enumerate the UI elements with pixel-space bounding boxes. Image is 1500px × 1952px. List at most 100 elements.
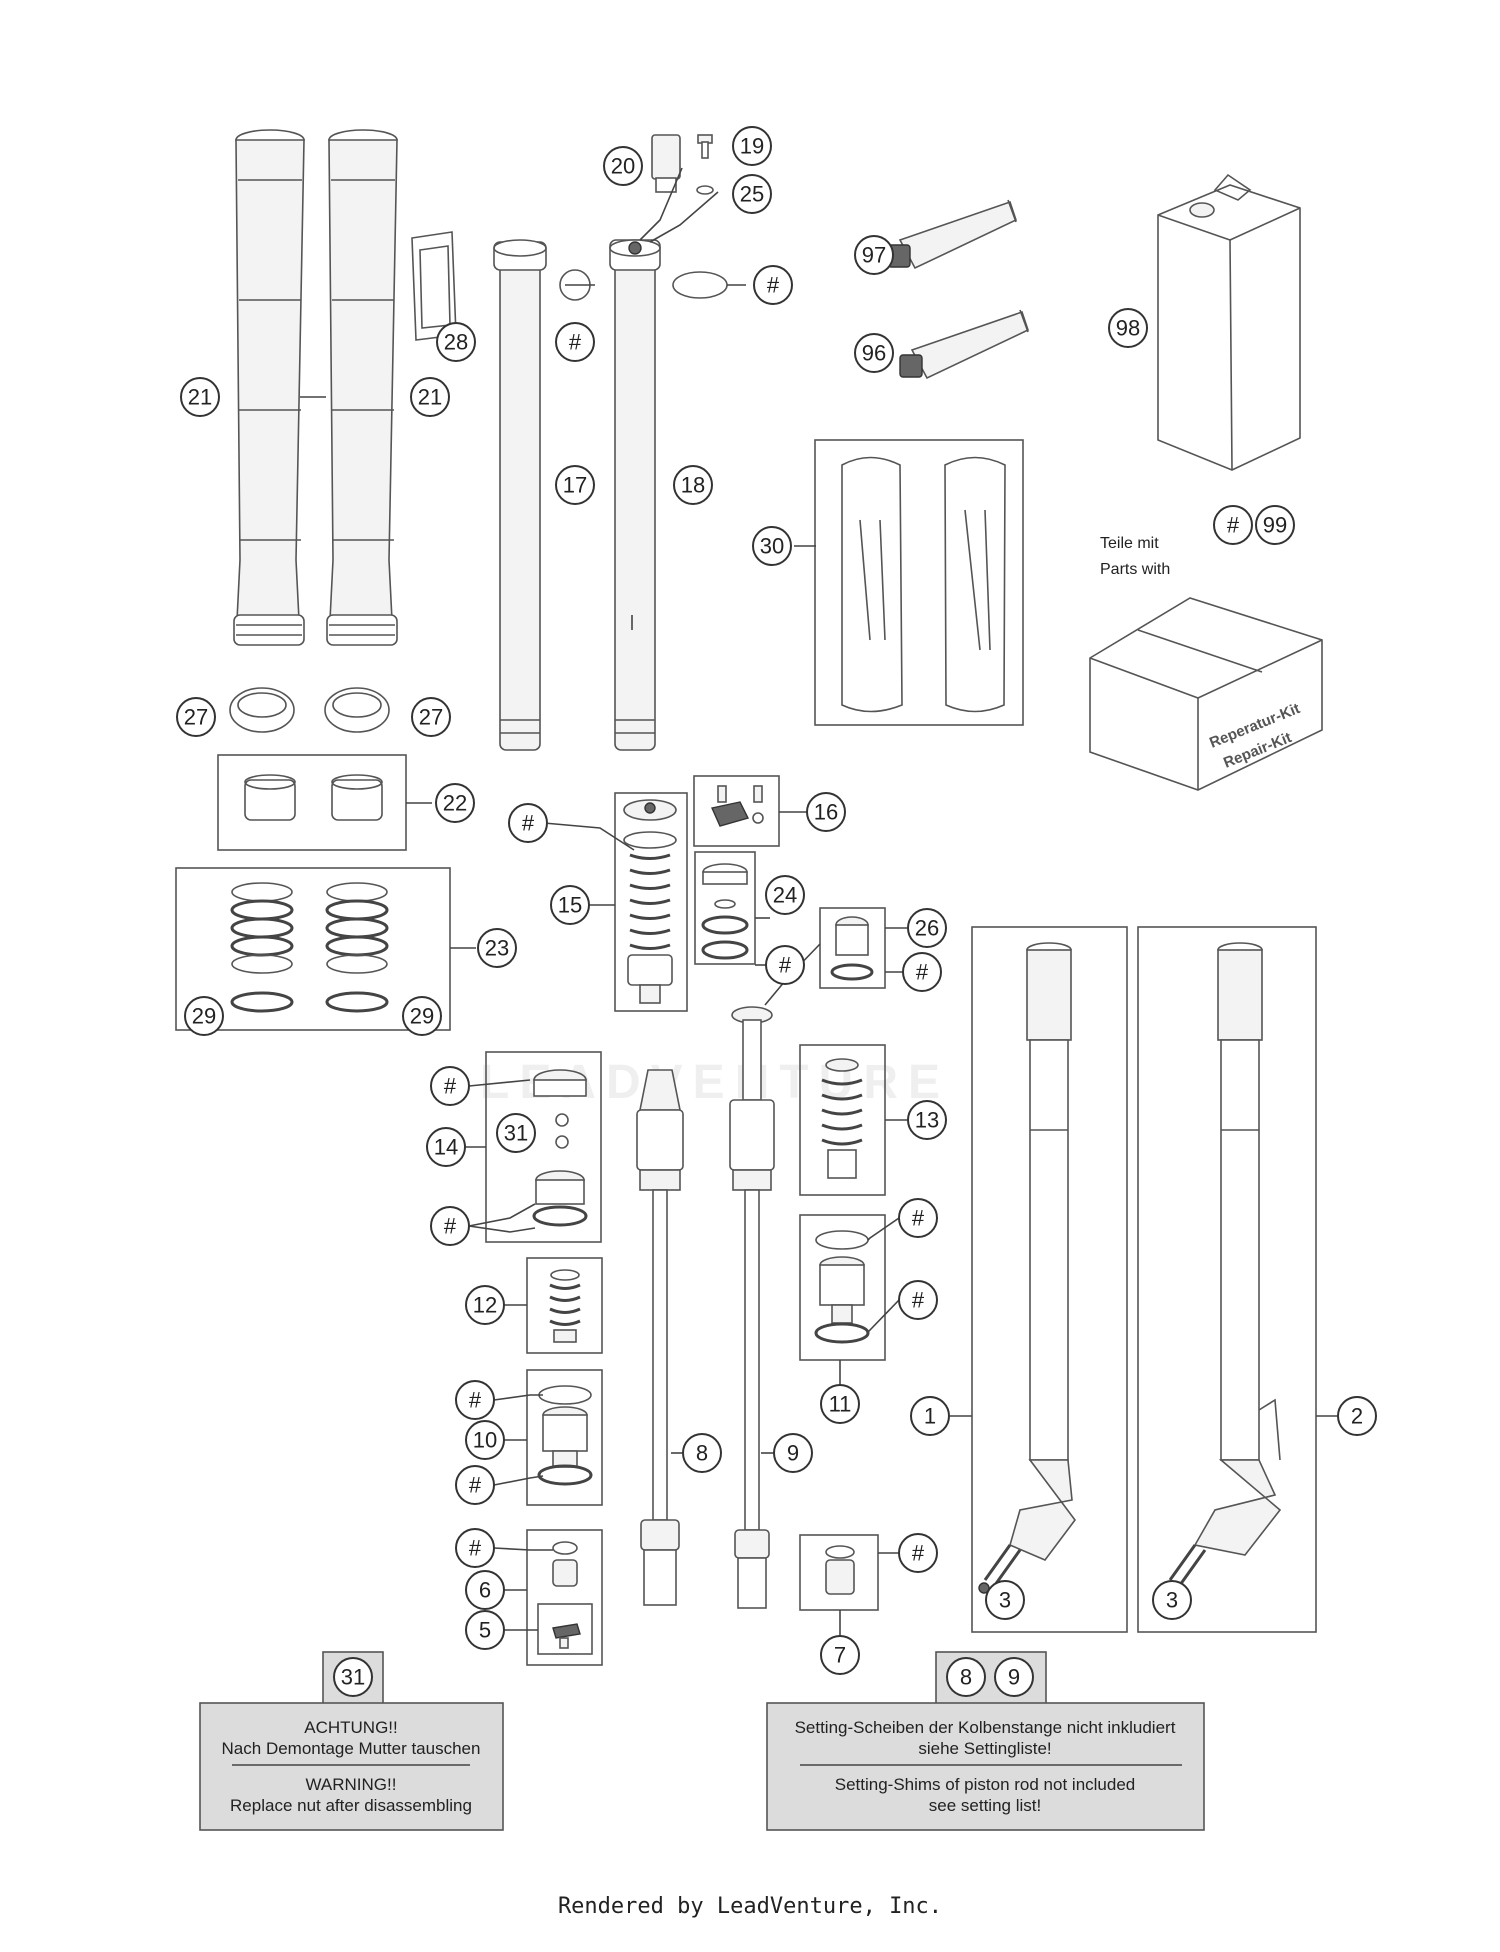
callout-hash-10-top: #: [455, 1380, 495, 1420]
svg-text:#: #: [522, 811, 535, 836]
note-8-9-en-line2: see setting list!: [929, 1796, 1041, 1815]
svg-text:10: 10: [473, 1428, 497, 1453]
svg-text:96: 96: [862, 341, 886, 366]
svg-text:#: #: [469, 1388, 482, 1413]
inner-tube-1: [978, 942, 1076, 1598]
callout-6: 6: [465, 1570, 505, 1610]
box-26: [819, 907, 886, 989]
callout-26: 26: [907, 908, 947, 948]
callout-27-left: 27: [176, 697, 216, 737]
callout-5: 5: [465, 1610, 505, 1650]
grease-tube-97: [887, 199, 1017, 270]
note-8-9-de-line1: Setting-Scheiben der Kolbenstange nicht …: [795, 1718, 1176, 1737]
fork-guards: [841, 456, 1006, 713]
svg-text:30: 30: [760, 534, 784, 559]
svg-text:#: #: [1227, 513, 1240, 538]
grease-tube-96: [899, 309, 1029, 380]
callout-3-left: 3: [985, 1580, 1025, 1620]
callout-24: 24: [765, 875, 805, 915]
svg-text:#: #: [469, 1473, 482, 1498]
note-8-9-tag-8: 8: [946, 1657, 986, 1697]
spring-13: [821, 1058, 863, 1179]
callout-21-left: 21: [180, 377, 220, 417]
adjuster-fitting: [651, 134, 681, 193]
note-31-tag: 31: [333, 1657, 373, 1697]
kit-legend-line2: Parts with: [1100, 561, 1170, 578]
callout-15: 15: [550, 885, 590, 925]
svg-text:17: 17: [563, 473, 587, 498]
bushings-24: [701, 863, 749, 960]
svg-text:5: 5: [479, 1618, 491, 1643]
svg-text:11: 11: [829, 1392, 852, 1417]
box-1: [971, 926, 1128, 1633]
cartridge-18: [609, 239, 661, 751]
note-31-de-line2: Nach Demontage Mutter tauschen: [222, 1739, 481, 1758]
svg-text:29: 29: [192, 1004, 216, 1029]
valve-assembly-14: [532, 1069, 588, 1227]
cartridge-17: [493, 239, 547, 751]
box-11: [799, 1214, 886, 1361]
callout-31: 31: [496, 1113, 536, 1153]
svg-text:#: #: [912, 1206, 925, 1231]
callout-7: 7: [820, 1635, 860, 1675]
svg-text:21: 21: [188, 385, 212, 410]
callout-11: 11: [820, 1384, 860, 1424]
kit-legend-line1: Teile mit: [1100, 535, 1159, 552]
callout-hash-11-top: #: [898, 1198, 938, 1238]
valve-assembly-10: [537, 1385, 593, 1486]
box-7: [799, 1534, 879, 1611]
box-24: [694, 851, 756, 965]
svg-text:25: 25: [740, 182, 764, 207]
box-6: [526, 1529, 603, 1666]
svg-text:23: 23: [485, 936, 509, 961]
callout-96: 96: [854, 333, 894, 373]
svg-text:20: 20: [611, 154, 635, 179]
callout-14: 14: [426, 1127, 466, 1167]
svg-text:3: 3: [1166, 1588, 1178, 1613]
valve-assembly-11: [814, 1230, 870, 1344]
callout-hash-6: #: [455, 1528, 495, 1568]
oil-can: [1157, 173, 1301, 471]
screw-19: [697, 134, 713, 159]
callout-9: 9: [773, 1433, 813, 1473]
callout-hash-7: #: [898, 1533, 938, 1573]
svg-text:#: #: [444, 1074, 457, 1099]
callout-8: 8: [682, 1433, 722, 1473]
washer-25: [696, 185, 714, 195]
spring-assembly-15: [623, 799, 677, 1004]
note-8-9-de-line2: siehe Settingliste!: [918, 1739, 1051, 1758]
svg-text:14: 14: [434, 1135, 458, 1160]
svg-text:8: 8: [696, 1441, 708, 1466]
svg-text:22: 22: [443, 791, 467, 816]
svg-text:#: #: [779, 953, 792, 978]
svg-text:#: #: [912, 1288, 925, 1313]
box-23: [175, 867, 451, 1031]
callout-97: 97: [854, 235, 894, 275]
leader-lines: [300, 167, 1338, 1637]
callout-17: 17: [555, 465, 595, 505]
callout-hash-kit: #: [1213, 505, 1253, 545]
bushing-27-right: [324, 687, 390, 733]
callout-3-right: 3: [1152, 1580, 1192, 1620]
svg-text:13: 13: [915, 1108, 939, 1133]
note-8-9-en-line1: Setting-Shims of piston rod not included: [835, 1775, 1136, 1794]
footer-credit: Rendered by LeadVenture, Inc.: [557, 1894, 943, 1919]
seal-set-23-left: [230, 882, 294, 1013]
svg-text:26: 26: [915, 916, 939, 941]
svg-text:18: 18: [681, 473, 705, 498]
svg-text:31: 31: [504, 1121, 528, 1146]
outer-tube-right: [326, 129, 398, 646]
callout-hash-18: #: [753, 265, 793, 305]
callout-16: 16: [806, 792, 846, 832]
svg-text:19: 19: [740, 134, 764, 159]
callout-29-right: 29: [402, 996, 442, 1036]
callout-13: 13: [907, 1100, 947, 1140]
callout-18: 18: [673, 465, 713, 505]
outer-tube-left: [233, 129, 305, 646]
svg-text:27: 27: [184, 705, 208, 730]
piston-26: [830, 916, 874, 981]
svg-text:#: #: [767, 273, 780, 298]
svg-text:#: #: [469, 1536, 482, 1561]
bleed-parts-16: [711, 785, 764, 827]
svg-text:6: 6: [479, 1578, 491, 1603]
